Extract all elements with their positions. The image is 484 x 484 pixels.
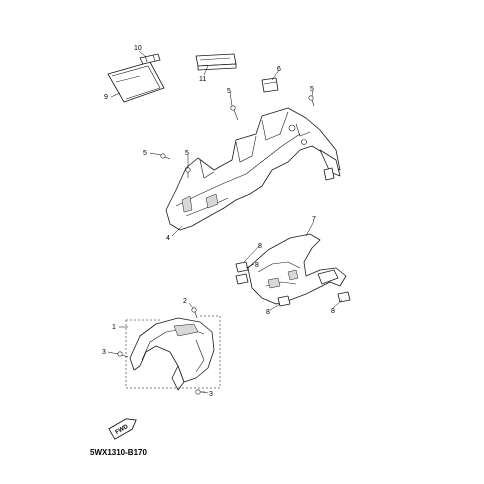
clip-nut-part-8-b[interactable] — [235, 273, 249, 285]
fwd-arrow-shape — [108, 418, 137, 440]
part-11-booklet[interactable] — [195, 53, 237, 71]
part-9-cover-plate[interactable] — [107, 61, 165, 103]
callout-10: 10 — [134, 45, 142, 52]
callout-2: 2 — [183, 298, 187, 305]
callout-5-left: 5 — [143, 150, 147, 157]
callout-8-d: 8 — [331, 308, 335, 315]
screw-part-2[interactable] — [191, 307, 198, 319]
part-7-rear-fender[interactable] — [247, 233, 347, 305]
callout-5-right: 5 — [310, 86, 314, 93]
callout-8-c: 8 — [266, 309, 270, 316]
screw-part-3-left[interactable] — [117, 351, 129, 358]
part-10-clip[interactable] — [139, 53, 161, 65]
part-1-front-fender[interactable] — [129, 317, 215, 391]
callout-1: 1 — [112, 324, 116, 331]
callout-3-left: 3 — [102, 349, 106, 356]
callout-6: 6 — [277, 66, 281, 73]
screw-part-5-left[interactable] — [160, 153, 171, 160]
screw-part-5-right[interactable] — [308, 95, 315, 107]
screw-part-3-lower[interactable] — [195, 389, 205, 395]
callout-8-b: 8 — [255, 262, 259, 269]
part-4-rear-inner-fender[interactable] — [165, 107, 341, 231]
fwd-arrow-badge: FWD — [108, 418, 137, 440]
callout-3-lower: 3 — [209, 391, 213, 398]
leader-lines — [107, 50, 343, 394]
diagram-code: 5WX1310-B170 — [90, 448, 147, 457]
callout-labels: 10 9 11 6 5 5 5 5 4 7 8 8 8 8 2 1 3 3 — [102, 45, 335, 398]
callout-4: 4 — [166, 235, 170, 242]
clip-nut-part-8-c[interactable] — [277, 295, 291, 307]
assembly-boundary — [125, 315, 221, 389]
clip-nut-part-8-d[interactable] — [337, 291, 351, 303]
callout-9: 9 — [104, 94, 108, 101]
callout-5-upper: 5 — [227, 88, 231, 95]
clip-nut-part-8-a[interactable] — [235, 261, 249, 273]
callout-7: 7 — [312, 216, 316, 223]
callout-5-mid: 5 — [185, 150, 189, 157]
screw-part-5-upper[interactable] — [230, 105, 239, 121]
callout-8-a: 8 — [258, 243, 262, 250]
callout-11: 11 — [199, 76, 206, 83]
part-6-block[interactable] — [261, 77, 279, 93]
